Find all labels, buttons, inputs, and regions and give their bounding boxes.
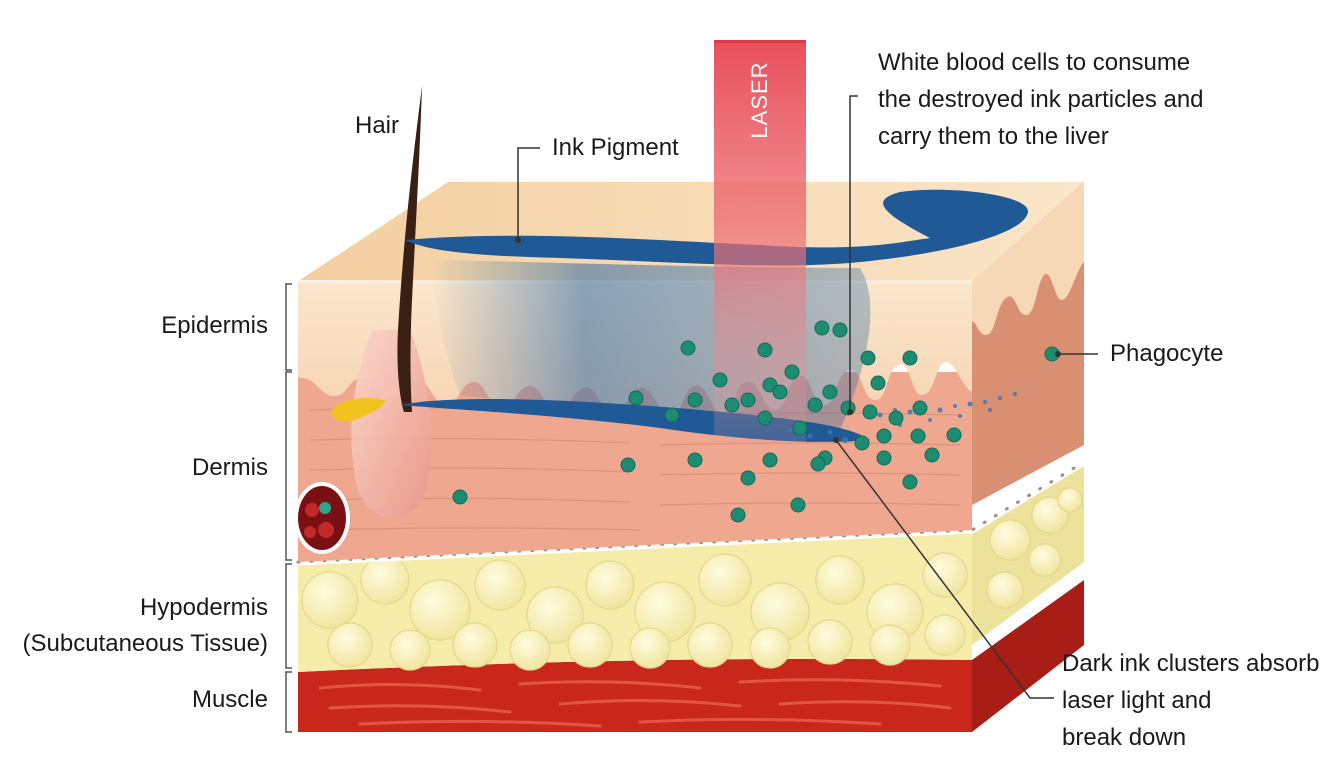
laser-beam <box>714 40 806 450</box>
dark-ink-leader <box>835 439 1054 699</box>
phagocytes <box>452 320 1060 523</box>
ink-streak-top <box>405 189 1029 266</box>
leader-lines <box>515 95 1098 699</box>
boundary-dots <box>296 460 1086 564</box>
ink-pigment-leader <box>517 147 540 238</box>
ink-pigment-label: Ink Pigment <box>552 134 679 161</box>
muscle-fibers <box>318 678 952 728</box>
layer-brackets <box>285 283 292 733</box>
blood-vessel <box>294 482 350 554</box>
laser-label: LASER <box>747 61 772 139</box>
epidermis-side-wave <box>972 182 1084 335</box>
skin-block <box>294 40 1086 732</box>
fat-cells <box>301 487 1083 671</box>
hair-follicle <box>331 330 432 518</box>
sebaceous-gland <box>331 398 385 422</box>
wbc-leader <box>849 95 858 410</box>
layer-label-dermis: Dermis <box>192 454 268 481</box>
laser-beam-edge <box>714 40 806 43</box>
layer-label-muscle: Muscle <box>191 686 268 713</box>
hair-label: Hair <box>355 112 400 139</box>
layer-label-hypodermis: Hypodermis(Subcutaneous Tissue) <box>22 594 268 657</box>
ink-fragments <box>788 392 1017 443</box>
layer-label-epidermis: Epidermis <box>161 312 268 339</box>
phagocyte-label: Phagocyte <box>1110 340 1224 367</box>
muscle-side-face <box>972 580 1084 732</box>
hair-shaft <box>397 86 422 412</box>
muscle-layer <box>298 658 972 732</box>
